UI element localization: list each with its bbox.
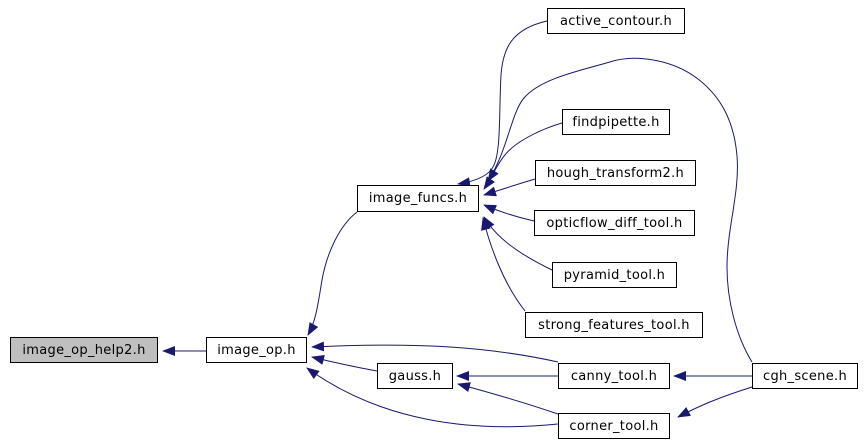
edge-strong-features-tool-to-image-funcs xyxy=(481,217,526,312)
edge-corner-tool-to-gauss xyxy=(457,382,559,415)
node-gauss[interactable]: gauss.h xyxy=(377,363,453,389)
edge-gauss-to-image-op xyxy=(311,355,378,372)
node-image-op-help2[interactable]: image_op_help2.h xyxy=(10,337,158,363)
edge-cgh-scene-to-corner-tool xyxy=(677,386,753,418)
edge-image-funcs-to-image-op xyxy=(307,211,358,336)
edge-active-contour-to-image-funcs xyxy=(457,20,548,188)
node-image-op[interactable]: image_op.h xyxy=(206,337,307,363)
node-cgh-scene[interactable]: cgh_scene.h xyxy=(752,363,858,389)
node-corner-tool[interactable]: corner_tool.h xyxy=(558,413,670,439)
edge-canny-tool-to-image-op xyxy=(311,341,559,363)
edge-corner-tool-to-image-op xyxy=(306,367,559,428)
node-hough-transform2[interactable]: hough_transform2.h xyxy=(535,160,696,186)
node-findpipette[interactable]: findpipette.h xyxy=(562,109,670,135)
edge-opticflow-diff-tool-to-image-funcs xyxy=(483,204,535,222)
node-strong-features-tool[interactable]: strong_features_tool.h xyxy=(525,312,703,338)
node-image-funcs[interactable]: image_funcs.h xyxy=(357,185,479,212)
node-canny-tool[interactable]: canny_tool.h xyxy=(558,363,670,389)
edge-hough-transform2-to-image-funcs xyxy=(483,178,536,197)
node-active-contour[interactable]: active_contour.h xyxy=(547,8,685,34)
node-pyramid-tool[interactable]: pyramid_tool.h xyxy=(552,262,677,288)
node-opticflow-diff-tool[interactable]: opticflow_diff_tool.h xyxy=(534,210,695,236)
edge-cgh-scene-to-image-funcs xyxy=(487,57,753,363)
